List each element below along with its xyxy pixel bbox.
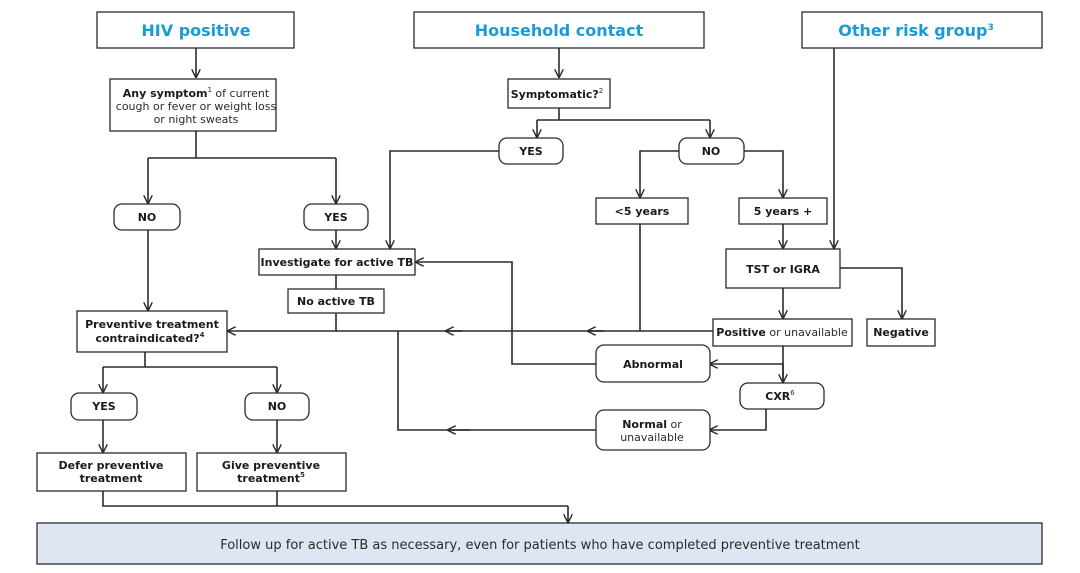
tst-igra-box: TST or IGRA: [725, 248, 841, 289]
arrow-no-to-under5: [640, 150, 679, 197]
normal-line2: unavailable: [620, 431, 684, 444]
abnormal-label: Abnormal: [623, 358, 683, 371]
line-contra-split: [103, 352, 277, 368]
footer-banner: Follow up for active TB as necessary, ev…: [36, 522, 1043, 565]
any-symptom-line2: cough or fever or weight loss: [116, 100, 277, 113]
cxr-pill: CXR6: [739, 382, 825, 410]
line-normal-to-main: [397, 331, 470, 431]
arrow-yes-household-to-investigate: [390, 150, 499, 248]
line-defer-to-footer: [102, 491, 568, 507]
negative-label: Negative: [873, 326, 929, 339]
arrow-no-to-over5: [744, 150, 783, 197]
positive-box: Positive or unavailable: [712, 318, 853, 347]
arrow-cxr-to-abnormal: [710, 364, 784, 382]
normal-line1: Normal or: [622, 418, 682, 431]
investigate-label: Investigate for active TB: [261, 256, 414, 269]
abnormal-pill: Abnormal: [595, 344, 711, 383]
contraindicated-box: Preventive treatment contraindicated?4: [76, 310, 228, 353]
header-hiv-label: HIV positive: [141, 21, 250, 40]
arrow-noactive-to-contra: [228, 313, 337, 331]
no-household-label: NO: [702, 145, 721, 158]
header-household-label: Household contact: [475, 21, 644, 40]
header-hiv-positive: HIV positive: [96, 11, 295, 49]
no-contra-pill: NO: [244, 392, 310, 421]
connectors: [103, 48, 902, 522]
no-contra-label: NO: [268, 400, 287, 413]
yes-household-label: YES: [518, 145, 542, 158]
no-active-tb-label: No active TB: [297, 295, 375, 308]
no-hiv-pill: NO: [113, 203, 181, 231]
yes-contra-pill: YES: [70, 392, 138, 421]
under5-box: <5 years: [595, 197, 689, 225]
header-household-contact: Household contact: [413, 11, 705, 49]
over5-label: 5 years +: [754, 205, 813, 218]
yes-contra-label: YES: [91, 400, 115, 413]
cxr-label: CXR6: [765, 389, 795, 403]
under5-label: <5 years: [615, 205, 670, 218]
header-other-risk-group: Other risk group3: [801, 11, 1043, 49]
yes-household-pill: YES: [498, 137, 564, 165]
yes-hiv-label: YES: [323, 211, 347, 224]
negative-box: Negative: [866, 318, 936, 347]
positive-label: Positive or unavailable: [716, 326, 848, 339]
symptomatic-box: Symptomatic?2: [507, 78, 611, 109]
no-hiv-label: NO: [138, 211, 157, 224]
give-box: Give preventive treatment5: [196, 452, 347, 492]
over5-box: 5 years +: [738, 197, 828, 225]
header-other-label: Other risk group3: [838, 21, 994, 40]
any-symptom-line1: Any symptom1 of current: [123, 86, 270, 100]
give-line1: Give preventive: [222, 459, 320, 472]
line-symptomatic-split: [537, 108, 710, 121]
any-symptom-box: Any symptom1 of current cough or fever o…: [109, 78, 277, 132]
contra-line1: Preventive treatment: [85, 318, 219, 331]
defer-line1: Defer preventive: [59, 459, 164, 472]
investigate-box: Investigate for active TB: [258, 248, 416, 276]
give-line2: treatment5: [237, 471, 305, 485]
line-symptom-split: [148, 131, 336, 159]
defer-line2: treatment: [80, 472, 143, 485]
no-active-tb-box: No active TB: [287, 288, 385, 314]
normal-pill: Normal or unavailable: [595, 409, 711, 451]
defer-box: Defer preventive treatment: [36, 452, 187, 492]
footer-text: Follow up for active TB as necessary, ev…: [220, 538, 860, 553]
contra-line2: contraindicated?4: [95, 331, 204, 345]
symptomatic-label: Symptomatic?2: [511, 87, 604, 101]
tst-igra-label: TST or IGRA: [746, 263, 820, 276]
any-symptom-line3: or night sweats: [154, 113, 239, 126]
yes-hiv-pill: YES: [303, 203, 369, 231]
arrow-tst-to-negative: [840, 267, 902, 318]
arrow-cxr-to-normal: [710, 409, 767, 430]
arrow-abnormal-to-investigate: [416, 262, 596, 365]
no-household-pill: NO: [678, 137, 745, 165]
